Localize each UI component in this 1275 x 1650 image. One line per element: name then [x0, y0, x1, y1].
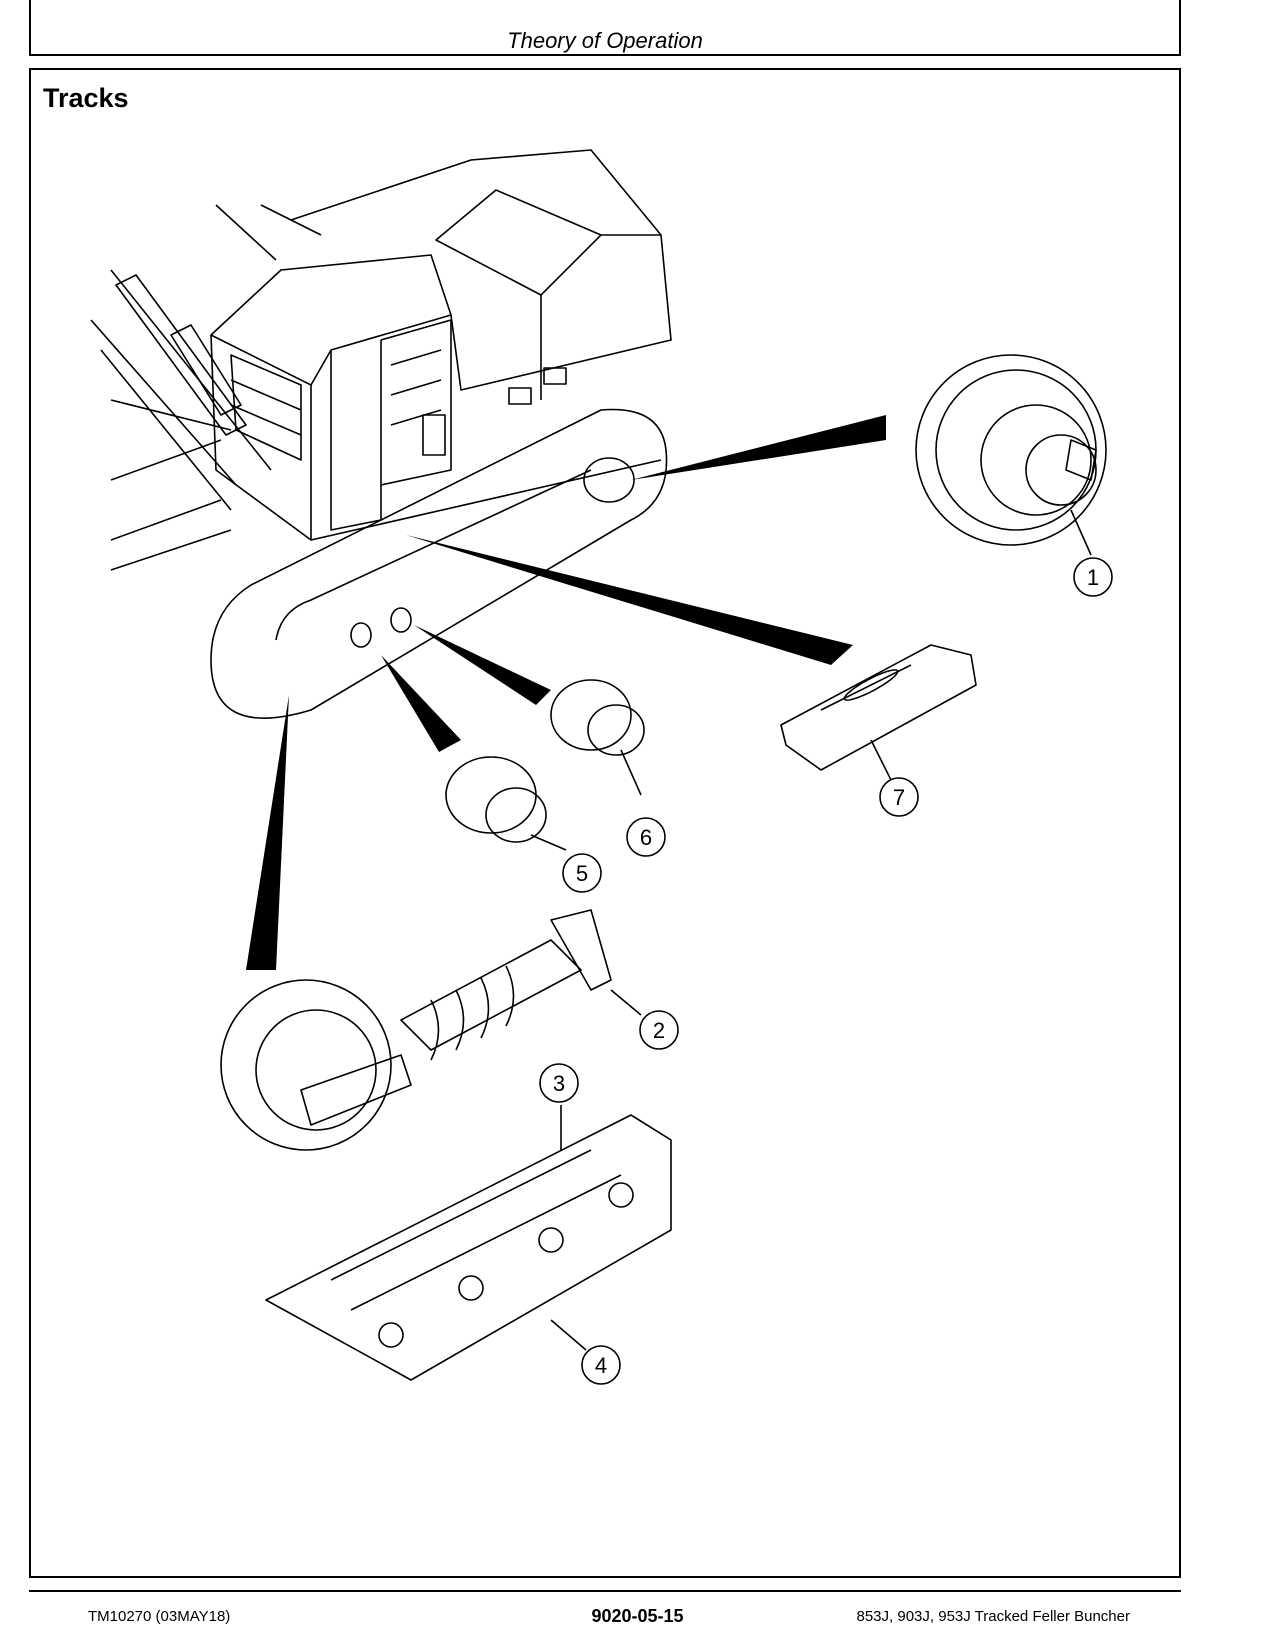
footer-rule — [29, 1590, 1181, 1592]
machine-drawing — [90, 149, 672, 719]
callout-6: 6 — [640, 825, 652, 850]
track-shoe-part — [780, 644, 977, 781]
track-roller-part — [445, 756, 567, 851]
callout-2: 2 — [653, 1018, 665, 1043]
footer-doc-id: TM10270 (03MAY18) — [88, 1608, 231, 1625]
header-frame: Theory of Operation — [29, 0, 1181, 56]
carrier-roller-part — [550, 679, 645, 796]
section-title: Tracks — [43, 83, 129, 113]
tracks-illustration: 1 2 3 4 5 6 7 — [90, 149, 1113, 1385]
content-frame — [29, 68, 1181, 1578]
footer-machine-models: 853J, 903J, 953J Tracked Feller Buncher — [856, 1608, 1131, 1625]
footer-page-number: 9020-05-15 — [591, 1606, 684, 1626]
callout-5: 5 — [576, 861, 588, 886]
sprocket-part — [915, 354, 1107, 556]
callout-4: 4 — [595, 1353, 607, 1378]
pointer-wedges — [246, 415, 886, 970]
callout-circles — [539, 557, 1113, 1385]
header-title: Theory of Operation — [507, 28, 703, 53]
callout-7: 7 — [893, 785, 905, 810]
track-chain-part — [265, 1105, 672, 1381]
callout-3: 3 — [553, 1071, 565, 1096]
idler-part — [220, 909, 642, 1151]
callout-1: 1 — [1087, 565, 1099, 590]
